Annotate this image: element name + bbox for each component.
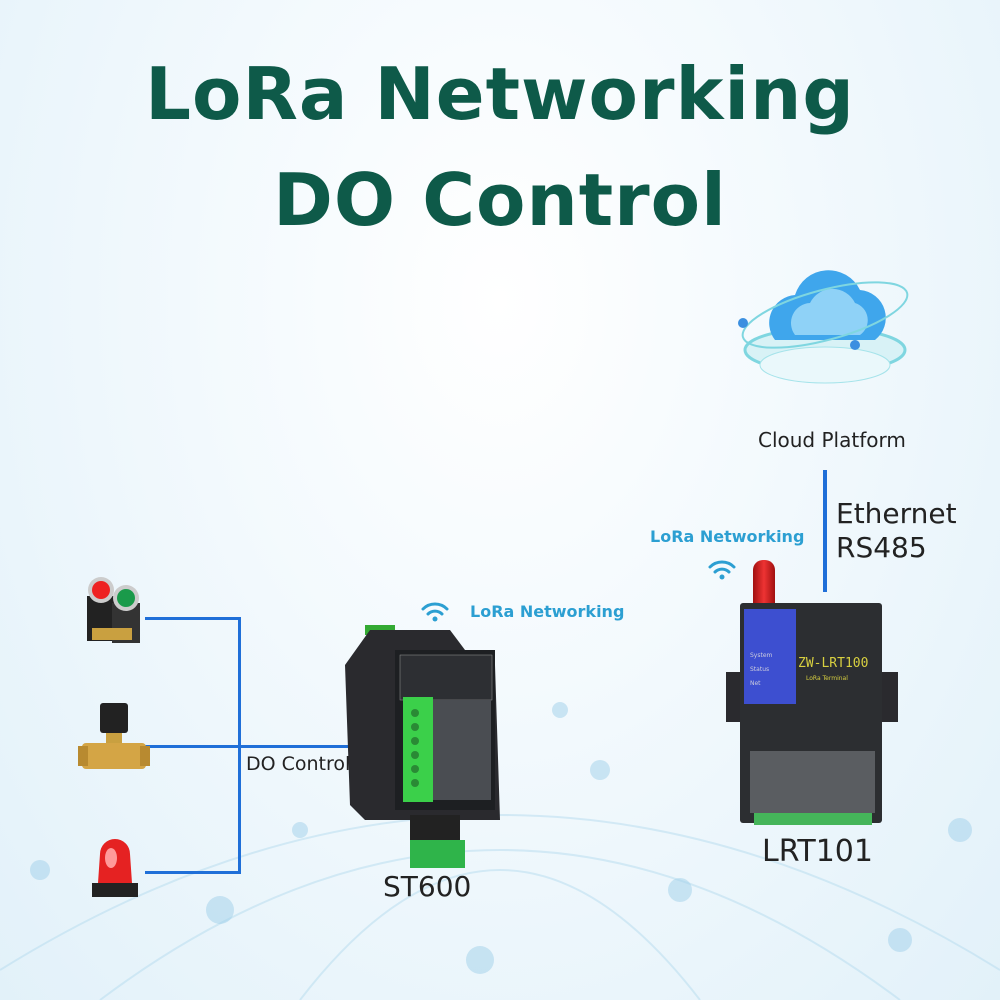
alarm-beacon-icon	[92, 839, 138, 897]
led-panel: System Status Net	[744, 609, 796, 704]
cloud-platform-icon	[738, 270, 909, 384]
cloud-platform-label: Cloud Platform	[758, 428, 906, 452]
title-line-2: DO Control	[273, 158, 727, 242]
lrt101-device: System Status Net ZW-LRT100 LoRa Termina…	[740, 603, 882, 825]
globe-dots-background	[0, 702, 1000, 1000]
uplink-line	[823, 470, 827, 592]
wire-alarm	[145, 871, 240, 874]
led-status: Status	[750, 666, 770, 673]
node-lora-label: LoRa Networking	[470, 602, 625, 621]
model-subtitle: LoRa Terminal	[806, 675, 848, 682]
terminal-connector	[754, 813, 872, 825]
wifi-icon	[421, 602, 449, 622]
title-line-1: LoRa Networking	[145, 52, 855, 136]
st600-device	[345, 625, 500, 868]
led-net: Net	[750, 680, 761, 687]
lrt101-label: LRT101	[762, 834, 873, 869]
gateway-lora-label: LoRa Networking	[650, 527, 805, 546]
led-list: System Status Net	[750, 649, 772, 691]
push-button-icon	[87, 577, 140, 643]
ethernet-label: Ethernet	[836, 497, 957, 530]
model-label: ZW-LRT100	[798, 656, 869, 671]
solenoid-valve-icon	[78, 703, 150, 769]
antenna-icon	[753, 560, 775, 605]
do-control-label: DO Control	[246, 753, 351, 775]
rs485-label: RS485	[836, 531, 927, 564]
wire-button	[145, 617, 240, 620]
wifi-icon	[708, 560, 736, 580]
terminal-block	[750, 751, 875, 813]
st600-label: ST600	[383, 870, 472, 903]
wire-valve	[145, 745, 350, 748]
led-system: System	[750, 652, 773, 659]
